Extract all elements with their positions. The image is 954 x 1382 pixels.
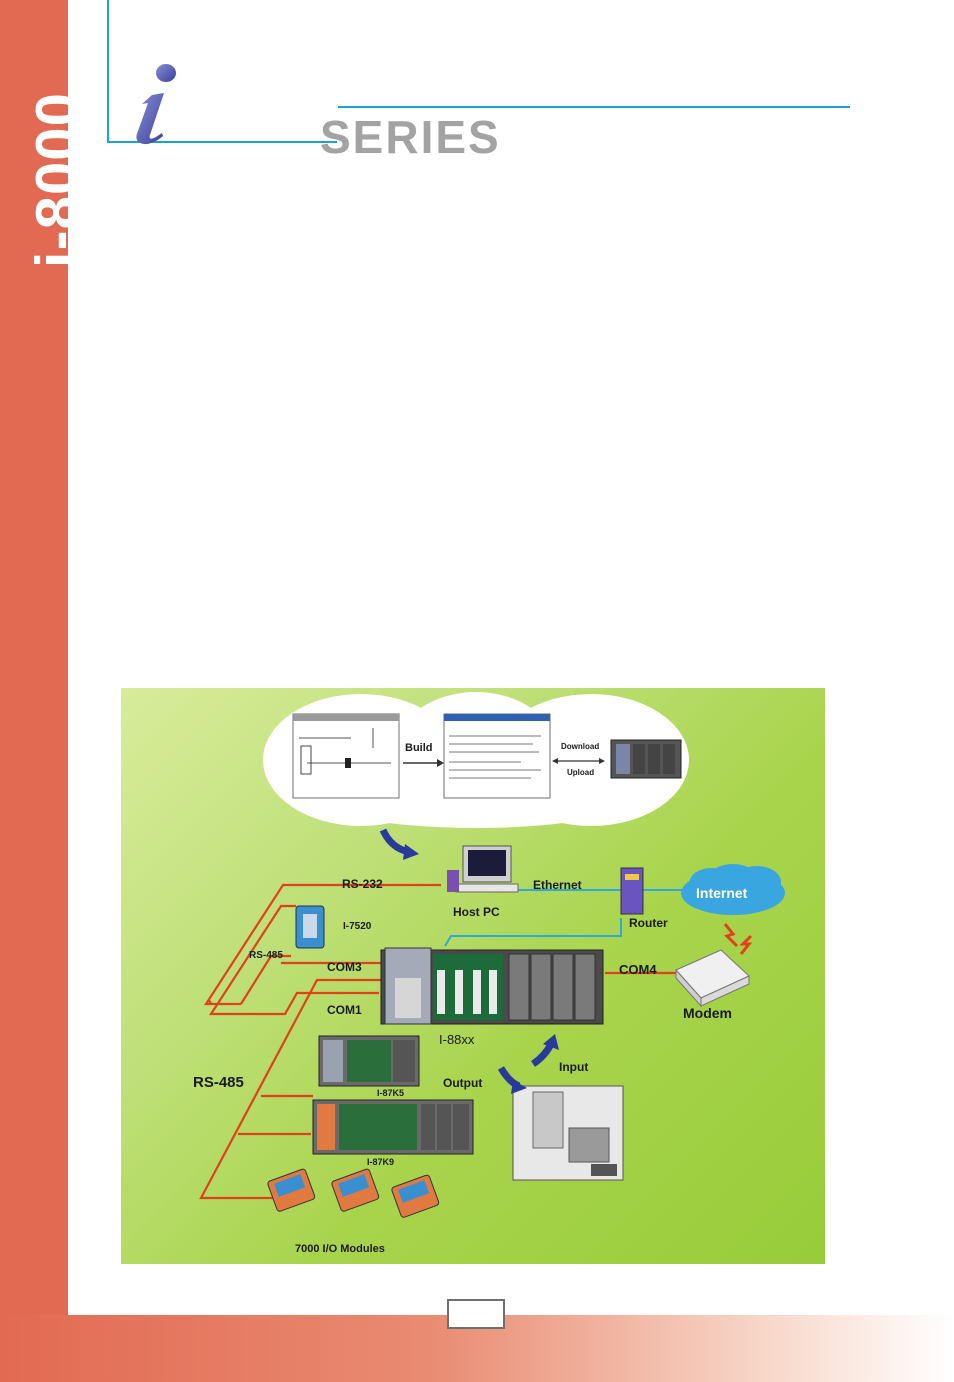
internet-cloud bbox=[681, 864, 785, 915]
internet-label: Internet bbox=[696, 885, 748, 901]
sidebar: i-8000 bbox=[0, 0, 91, 1382]
host-pc bbox=[447, 845, 519, 893]
modules-label: 7000 I/O Modules bbox=[295, 1243, 385, 1255]
rs232-label: RS-232 bbox=[342, 877, 383, 891]
page-number-box bbox=[447, 1299, 505, 1329]
sidebar-title: i-8000 bbox=[24, 91, 91, 269]
i-logo-icon bbox=[136, 64, 176, 145]
com1-label: COM1 bbox=[327, 1003, 362, 1017]
ladder-editor-window bbox=[292, 713, 400, 799]
i88xx-controller bbox=[380, 947, 604, 1025]
router-label: Router bbox=[629, 916, 668, 930]
controller-thumb bbox=[610, 739, 682, 779]
i87k5-label: I-87K5 bbox=[377, 1088, 405, 1098]
system-architecture-diagram: Build Download Upload RS-232 Ethernet Ho… bbox=[121, 688, 825, 1264]
series-label: SERIES bbox=[320, 111, 501, 163]
injection-machine bbox=[512, 1085, 624, 1181]
i88xx-label: I-88xx bbox=[439, 1032, 475, 1047]
router bbox=[620, 867, 644, 915]
header-rule bbox=[338, 106, 850, 108]
i87k9-label: I-87K9 bbox=[367, 1157, 395, 1167]
ethernet-label: Ethernet bbox=[533, 878, 582, 892]
i87k5-backplane bbox=[318, 1035, 420, 1087]
compiler-window bbox=[443, 713, 551, 799]
header-vertical-line bbox=[107, 0, 109, 143]
rs485-small-label: RS-485 bbox=[249, 950, 283, 961]
output-label: Output bbox=[443, 1076, 483, 1090]
modem-label: Modem bbox=[683, 1005, 732, 1021]
download-label: Download bbox=[561, 742, 600, 751]
i7520-label: I-7520 bbox=[343, 921, 372, 932]
com3-label: COM3 bbox=[327, 960, 362, 974]
i87k9-backplane bbox=[312, 1099, 474, 1155]
upload-label: Upload bbox=[567, 768, 595, 777]
io-modules bbox=[267, 1168, 440, 1218]
i7520-module bbox=[295, 905, 325, 949]
input-label: Input bbox=[559, 1060, 589, 1074]
rs485-big-label: RS-485 bbox=[193, 1074, 244, 1091]
rs-wires bbox=[199, 883, 676, 1200]
header-underline bbox=[107, 141, 337, 143]
host-pc-label: Host PC bbox=[453, 905, 500, 919]
com4-label: COM4 bbox=[619, 962, 657, 977]
build-label: Build bbox=[405, 742, 433, 754]
modem bbox=[675, 949, 750, 1008]
